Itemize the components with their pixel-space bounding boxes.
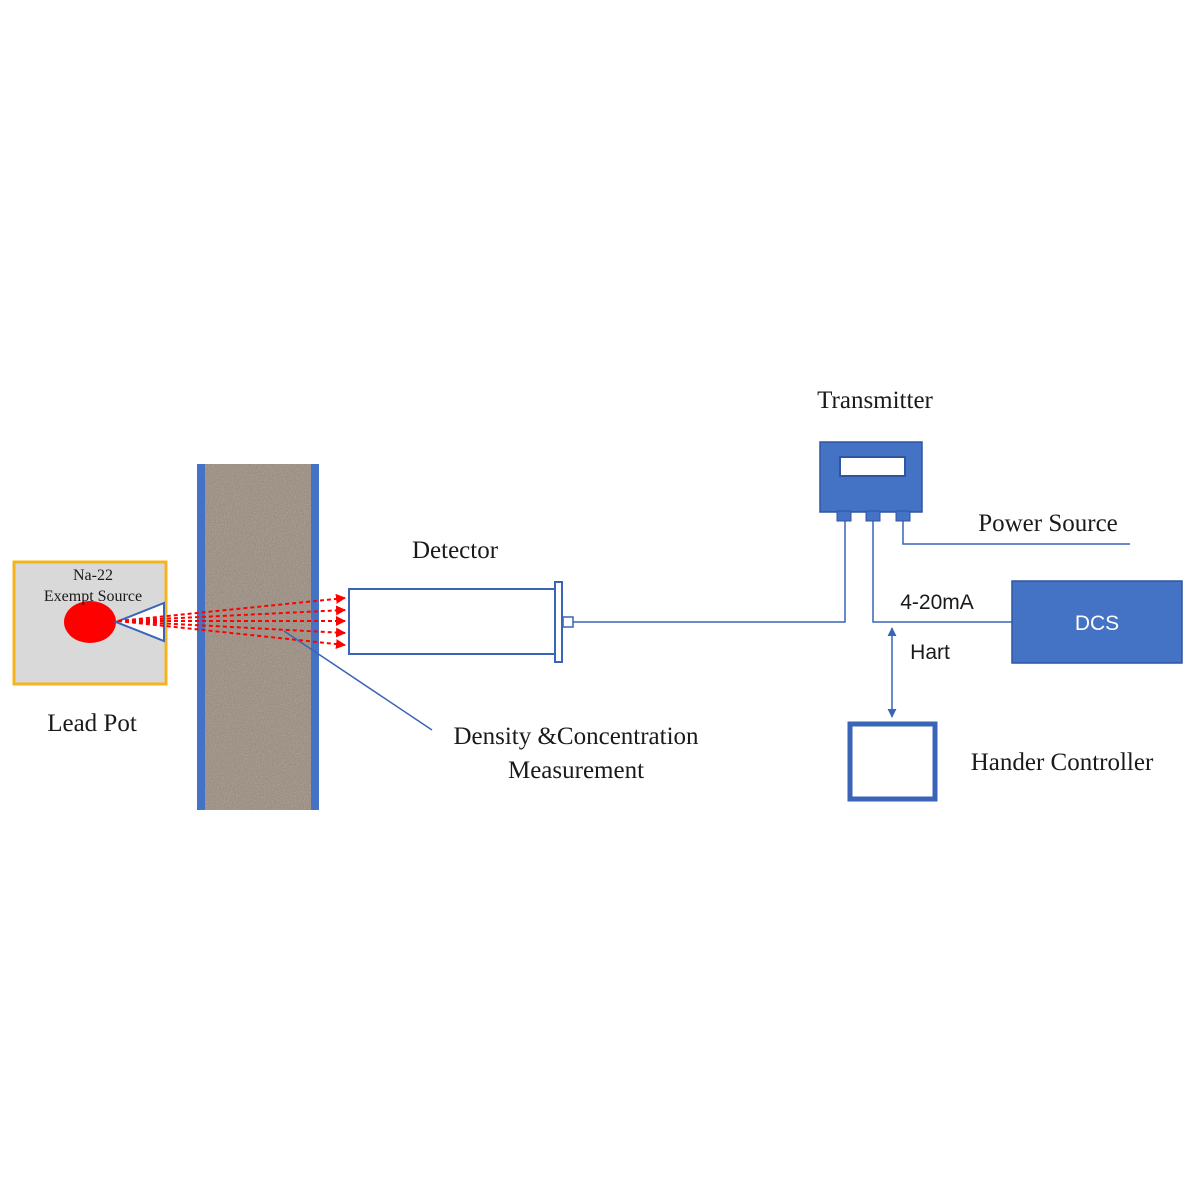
dcs-box [1011, 580, 1183, 664]
hand-controller-box [847, 721, 938, 802]
measurement-pointer-line [283, 630, 433, 731]
measurement-label-line2: Measurement [508, 757, 644, 784]
detector-label: Detector [412, 537, 499, 564]
transmitter-label: Transmitter [817, 387, 933, 414]
radiation-beam [117, 620, 346, 638]
transmitter-terminal [865, 510, 881, 522]
hart-label: Hart [910, 641, 950, 664]
power-source-label: Power Source [978, 510, 1118, 537]
radiation-beam [117, 593, 346, 622]
source-name-label: Na-22 [73, 567, 113, 584]
pipe-wall-left [197, 464, 205, 810]
measurement-label-line1: Density &Concentration [453, 723, 699, 750]
detector-connector [562, 616, 574, 628]
hand-controller-label: Hander Controller [971, 749, 1154, 776]
radiation-beams [117, 593, 346, 650]
detector [348, 581, 574, 663]
power-source-line [902, 521, 1130, 545]
pipe-wall-right [311, 464, 319, 810]
source-type-label: Exempt Source [44, 588, 142, 605]
dcs-label: DCS [1075, 612, 1119, 635]
detector-body [348, 588, 556, 655]
radiation-beam [117, 605, 346, 622]
detector-cable [573, 521, 846, 623]
signal-label: 4-20mA [900, 591, 974, 614]
radioactive-source-icon [64, 601, 116, 643]
lead-pot: Na-22 Exempt Source [12, 560, 168, 686]
transmitter-terminal [895, 510, 911, 522]
lead-pot-label: Lead Pot [47, 710, 137, 737]
transmitter [819, 441, 923, 522]
detector-flange [554, 581, 563, 663]
transmitter-terminal [836, 510, 852, 522]
pipe-section [197, 464, 319, 810]
transmitter-display [839, 456, 906, 477]
process-medium [204, 464, 312, 810]
radiation-beam [117, 620, 346, 650]
signal-line [872, 521, 1012, 623]
